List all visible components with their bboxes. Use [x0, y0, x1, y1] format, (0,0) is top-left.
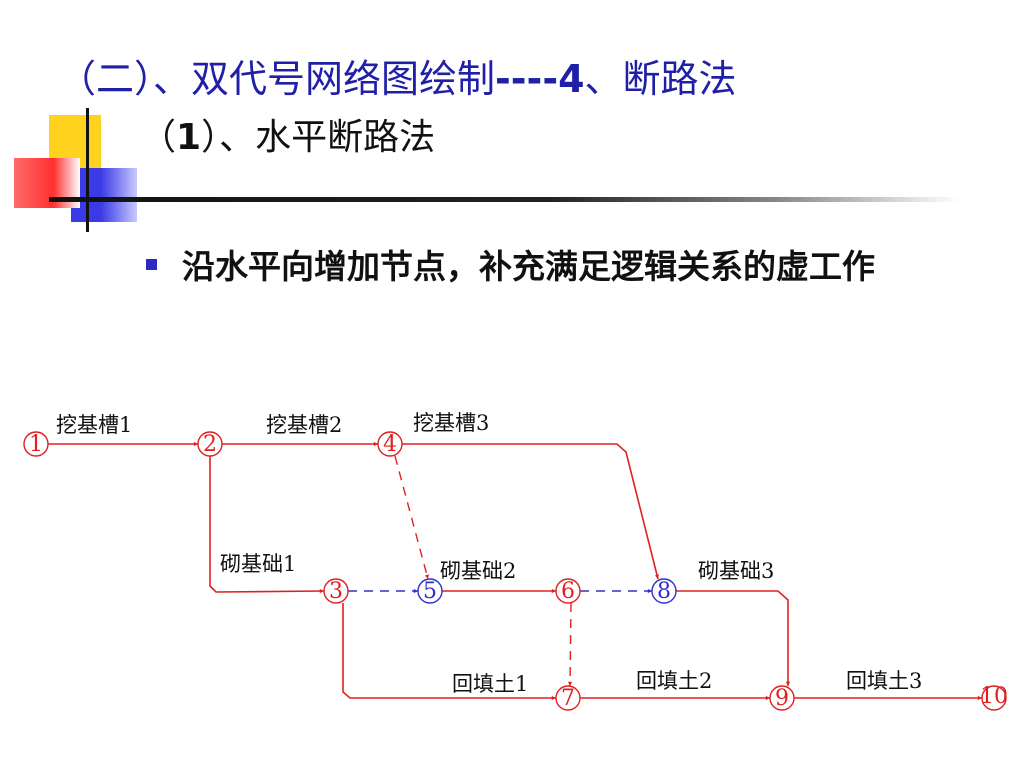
node-circle-1 [23, 431, 49, 457]
edges-layer [48, 441, 982, 701]
title-part-3: 、断路法 [584, 57, 737, 101]
activity-arrow-8-9 [676, 590, 791, 686]
slide-subtitle: （1）、水平断路法 [140, 108, 435, 160]
node-label-9: 9 [775, 686, 789, 711]
title-part-2: ----4 [495, 57, 585, 101]
node-label-7: 7 [561, 686, 575, 711]
activity-label-1-2: 挖基槽1 [56, 413, 132, 437]
dummy-arrow-4-5 [394, 455, 429, 580]
node-label-3: 3 [329, 579, 343, 604]
node-label-2: 2 [203, 432, 217, 457]
node-circle-9 [769, 685, 795, 711]
activity-label-5-6: 砌基础2 [440, 559, 516, 583]
activity-label-8-9: 砌基础3 [698, 559, 774, 583]
nodes-layer: 1 2 3 4 5 6 7 8 9 10 [23, 431, 1008, 711]
activity-label-9-10: 回填土3 [846, 669, 922, 693]
subtitle-number: 1 [176, 117, 202, 158]
subtitle-open: （ [140, 117, 177, 158]
activity-arrow-2-3 [209, 456, 325, 594]
node-circle-4 [377, 431, 403, 457]
node-circle-7 [555, 685, 581, 711]
bullet-text: 沿水平向增加节点，补充满足逻辑关系的虚工作 [182, 247, 875, 286]
activity-label-7-9: 回填土2 [636, 669, 712, 693]
node-circle-3 [323, 578, 349, 604]
node-label-10: 10 [980, 684, 1008, 709]
subtitle-rest: ）、水平断路法 [201, 117, 436, 158]
title-divider [49, 197, 960, 202]
dummy-arrow-6-7 [567, 602, 573, 687]
node-label-1: 1 [29, 432, 43, 457]
activity-label-4-8: 挖基槽3 [413, 411, 489, 435]
activity-label-3-7: 回填土1 [452, 672, 528, 696]
activity-arrow-3-7 [342, 603, 556, 701]
bullet-square-icon [146, 259, 157, 270]
node-label-4: 4 [383, 432, 397, 457]
slide-title: （二）、双代号网络图绘制----4、断路法 [58, 48, 737, 103]
node-circle-8 [651, 578, 677, 604]
node-label-6: 6 [561, 579, 575, 604]
node-circle-10 [981, 685, 1007, 711]
node-circle-2 [197, 431, 223, 457]
labels-layer: 挖基槽1 挖基槽2 挖基槽3 砌基础1 砌基础2 砌基础3 回填土1 回填土2 回填土3 [56, 411, 922, 696]
node-label-5: 5 [423, 579, 437, 604]
activity-label-2-4: 挖基槽2 [266, 413, 342, 437]
activity-label-2-3: 砌基础1 [220, 552, 296, 576]
title-part-1: （二）、双代号网络图绘制 [58, 57, 496, 101]
node-circle-5 [417, 578, 443, 604]
node-label-8: 8 [657, 579, 671, 604]
activity-arrow-4-8 [402, 443, 660, 580]
decor-vertical-line [86, 108, 89, 232]
network-diagram: 1 2 3 4 5 6 7 8 9 10 挖基槽1 挖基槽2 挖基槽3 砌基础1 砌基础2 砌基础3 回填土1… [23, 411, 1008, 711]
decor-blue-square [71, 168, 137, 222]
node-circle-6 [555, 578, 581, 604]
